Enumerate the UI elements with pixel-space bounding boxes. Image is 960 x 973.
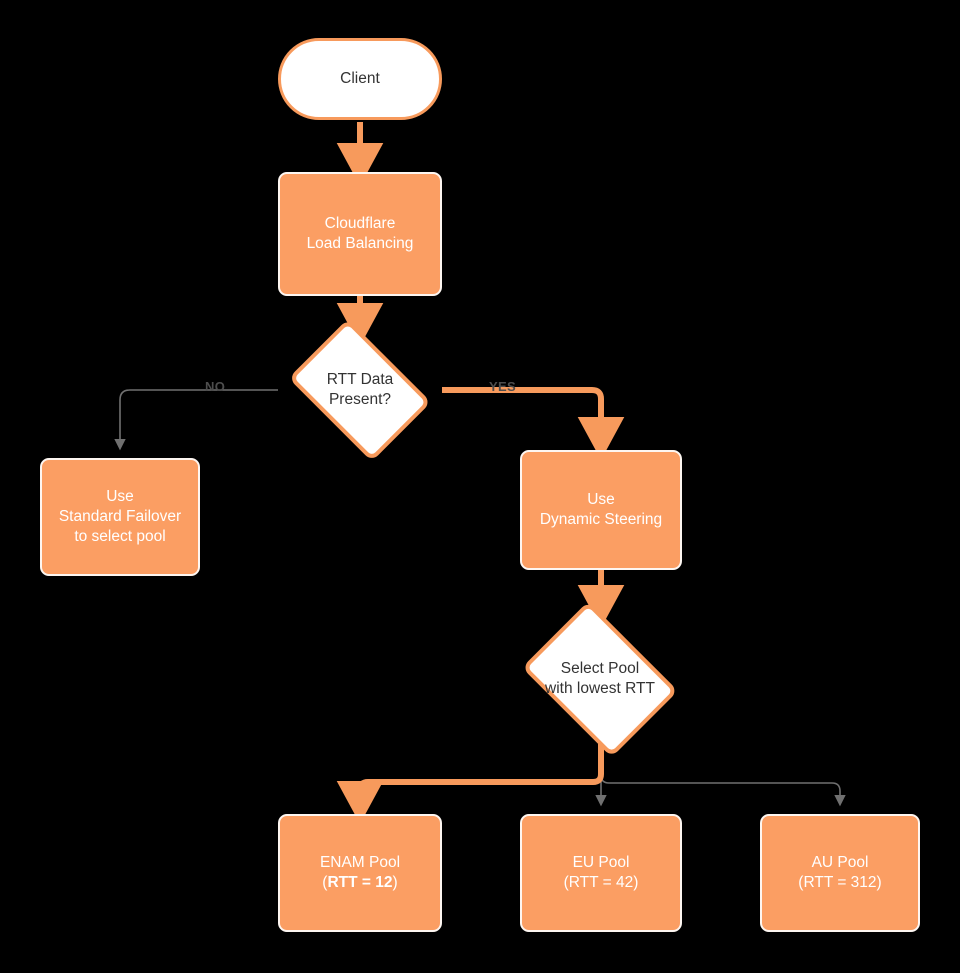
paren-open: ( bbox=[798, 874, 804, 891]
paren-close: ) bbox=[876, 874, 882, 891]
node-rtt-decision-line1: RTT Data bbox=[326, 371, 394, 389]
edge-select-pool-to-enam-pool bbox=[336, 744, 604, 824]
edge-select-pool-to-au-pool bbox=[600, 744, 846, 807]
edge-label-no: NO bbox=[205, 379, 226, 394]
node-enam-pool-name: ENAM Pool bbox=[319, 854, 401, 872]
node-dynamic-steering[interactable]: Use Dynamic Steering bbox=[520, 450, 682, 570]
node-load-balancing-line1: Cloudflare bbox=[324, 215, 396, 233]
node-eu-pool-rtt-value: RTT = 42 bbox=[568, 874, 634, 891]
node-au-pool-rtt-value: RTT = 312 bbox=[803, 874, 877, 891]
node-dynamic-steering-line1: Use bbox=[587, 491, 615, 509]
node-au-pool[interactable]: AU Pool (RTT = 312) bbox=[760, 814, 920, 932]
node-standard-failover[interactable]: Use Standard Failover to select pool bbox=[40, 458, 200, 576]
paren-close: ) bbox=[392, 874, 398, 891]
node-enam-pool-rtt-value: RTT = 12 bbox=[327, 874, 393, 891]
node-enam-pool-rtt: (RTT = 12) bbox=[286, 873, 434, 893]
node-enam-pool[interactable]: ENAM Pool (RTT = 12) bbox=[278, 814, 442, 932]
node-au-pool-rtt: (RTT = 312) bbox=[768, 873, 912, 893]
node-standard-failover-line1: Use bbox=[106, 488, 134, 506]
paren-close: ) bbox=[633, 874, 639, 891]
node-select-pool-line2: with lowest RTT bbox=[545, 680, 655, 697]
node-eu-pool[interactable]: EU Pool (RTT = 42) bbox=[520, 814, 682, 932]
paren-open: ( bbox=[322, 874, 328, 891]
node-standard-failover-line2: Standard Failover bbox=[58, 508, 182, 526]
node-rtt-data-present-decision[interactable]: RTT Data Present? bbox=[278, 318, 442, 462]
node-rtt-decision-line2: Present? bbox=[328, 391, 392, 408]
node-select-pool-line1: Select Pool bbox=[560, 660, 640, 678]
node-standard-failover-line3: to select pool bbox=[74, 527, 166, 545]
node-eu-pool-rtt: (RTT = 42) bbox=[528, 873, 674, 893]
paren-open: ( bbox=[563, 874, 569, 891]
node-select-pool-decision[interactable]: Select Pool with lowest RTT bbox=[512, 601, 688, 757]
node-client-label: Client bbox=[340, 70, 380, 88]
node-au-pool-name: AU Pool bbox=[811, 854, 869, 872]
node-client[interactable]: Client bbox=[278, 38, 442, 120]
edge-rtt-decision-to-dynamic-steering bbox=[442, 387, 625, 460]
node-load-balancing-line2: Load Balancing bbox=[306, 235, 414, 252]
node-eu-pool-name: EU Pool bbox=[572, 854, 630, 872]
node-cloudflare-load-balancing[interactable]: Cloudflare Load Balancing bbox=[278, 172, 442, 296]
edge-rtt-decision-to-standard-failover bbox=[114, 389, 278, 451]
edge-label-yes: YES bbox=[489, 379, 516, 394]
node-dynamic-steering-line2: Dynamic Steering bbox=[539, 511, 663, 528]
